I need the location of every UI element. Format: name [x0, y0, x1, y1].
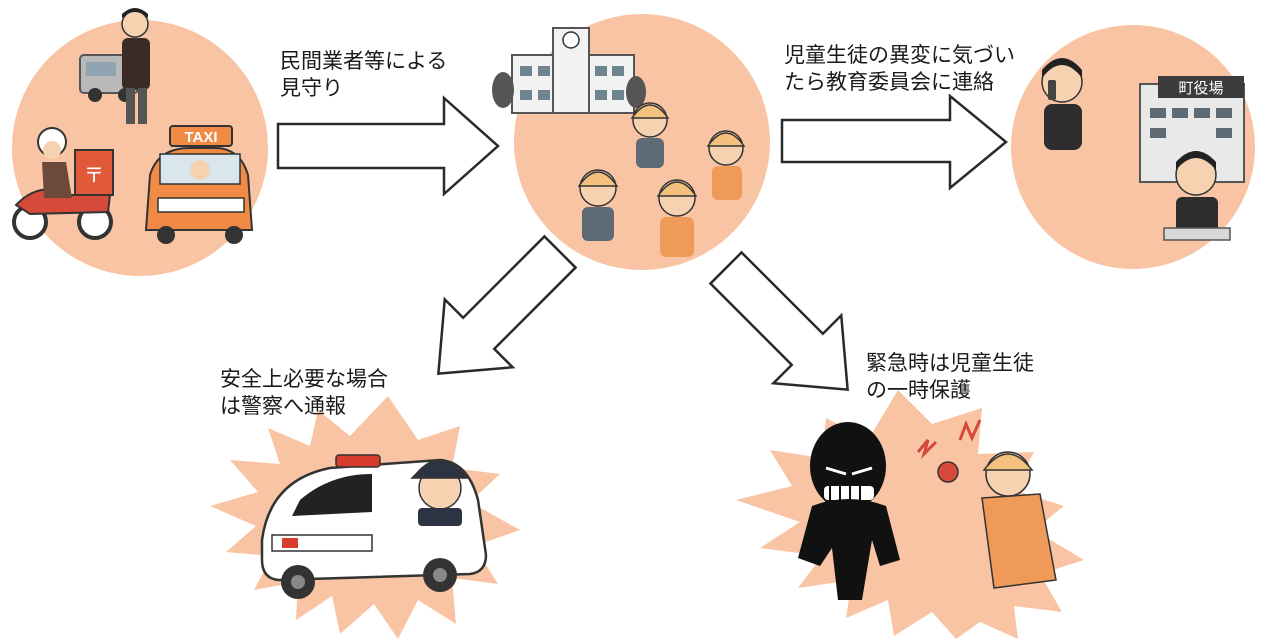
postal-mark: 〒: [84, 163, 104, 187]
student-alarm-icon: [916, 419, 1057, 589]
school-building-icon: [492, 27, 646, 114]
student-figure: [706, 130, 746, 200]
arrow-school-to-emergency: [708, 250, 849, 391]
student-figure: [577, 169, 619, 241]
police-car-icon: [260, 454, 488, 599]
label-emergency-protection: 緊急時は児童生徒 の一時保護: [866, 350, 1034, 404]
office-worker-phone-icon: [1163, 151, 1231, 241]
label-line: 民間業者等による: [280, 49, 448, 73]
label-police-report: 安全上必要な場合 は警察へ通報: [220, 366, 388, 420]
students-group-icon: [577, 102, 746, 257]
student-figure: [630, 102, 670, 168]
label-line: 見守り: [280, 76, 343, 100]
student-figure: [656, 179, 698, 257]
town-hall-icon: 町役場: [1139, 76, 1245, 183]
label-line: は警察へ通報: [220, 394, 346, 418]
arrow-watchers-to-school: [276, 95, 500, 197]
town-hall-group: 町役場: [1011, 25, 1255, 269]
emergency-group: [736, 390, 1084, 639]
label-report-to-board: 児童生徒の異変に気づい たら教育委員会に連絡: [784, 42, 1015, 96]
taxi-sign: TAXI: [184, 129, 217, 146]
label-line: 安全上必要な場合: [220, 367, 388, 391]
suspicious-person-icon: [798, 422, 900, 600]
school-group: [492, 14, 770, 270]
police-officer-icon: [410, 459, 470, 526]
label-line: の一時保護: [866, 378, 971, 402]
town-hall-sign: 町役場: [1178, 79, 1223, 97]
label-private-watchers: 民間業者等による 見守り: [280, 48, 447, 102]
phone-caller-icon: [1041, 58, 1083, 150]
label-line: たら教育委員会に連絡: [784, 70, 994, 94]
label-line: 緊急時は児童生徒: [866, 351, 1034, 375]
label-line: 児童生徒の異変に気づい: [784, 43, 1015, 67]
postal-scooter-icon: 〒: [12, 127, 114, 240]
taxi-icon: TAXI: [144, 125, 254, 244]
police-group: [210, 396, 520, 639]
delivery-driver-icon: [121, 8, 150, 124]
arrow-school-to-police: [437, 234, 578, 375]
arrow-school-to-town-hall: [780, 93, 1008, 191]
watchers-group: 〒 TAXI: [12, 8, 268, 276]
